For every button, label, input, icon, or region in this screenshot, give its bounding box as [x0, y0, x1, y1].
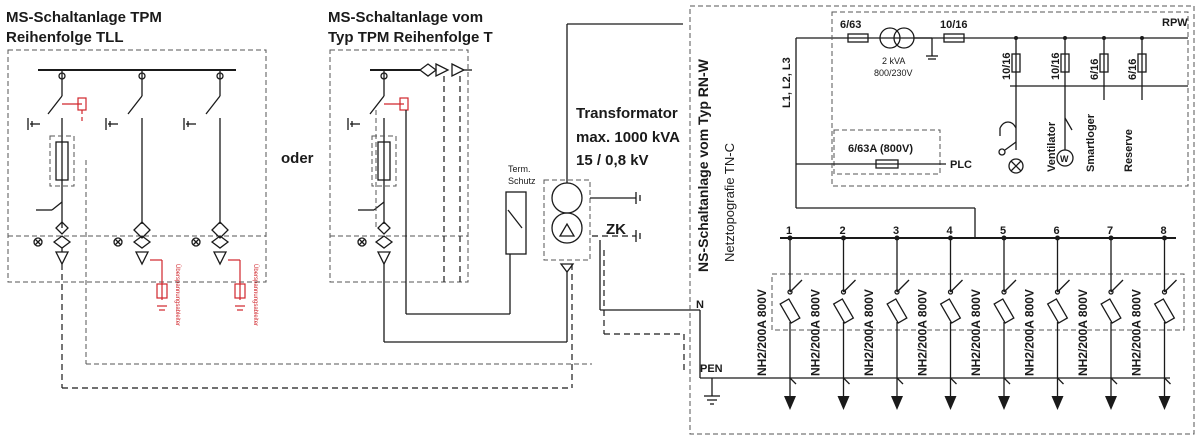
- rpw-fuse-primary: 6/63: [840, 19, 861, 31]
- feeder-fuse-label: NH2/200A 800V: [1076, 289, 1090, 376]
- middle-switchgear: MS-Schaltanlage vom Typ TPM Reihenfolge …: [328, 9, 493, 284]
- nh-fuse: [939, 298, 962, 324]
- middle-title-line1: MS-Schaltanlage vom: [328, 9, 483, 26]
- left-title-line2: Reihenfolge TLL: [6, 29, 124, 46]
- feeder-number: 2: [840, 225, 846, 237]
- feeder-outgoing-arrow: [1105, 396, 1117, 410]
- rpw-branch-1: 10/16: [1001, 36, 1021, 100]
- rpw-branch-name: Smartloger: [1085, 113, 1097, 172]
- left-panel-frame: [7, 49, 267, 283]
- rpw-branch-fuse: 10/16: [1050, 52, 1062, 80]
- term-schutz-line2: Schutz: [508, 176, 536, 186]
- rpw-branch-name: Reserve: [1123, 129, 1135, 172]
- transformer-title-line3: 15 / 0,8 kV: [576, 152, 649, 169]
- surge-arrester-label-1: Überspannungsableiter: [174, 264, 181, 326]
- rpw-transformer-line1: 2 kVA: [882, 56, 905, 66]
- middle-panel-frame: [329, 49, 469, 283]
- feeder-number: 5: [1000, 225, 1006, 237]
- ns-subtitle: Netztopografie TN-C: [722, 143, 737, 262]
- phases-label: L1, L2, L3: [781, 57, 793, 108]
- plc-label: PLC: [950, 159, 972, 171]
- feeder-outgoing-arrow: [1158, 396, 1171, 410]
- nh-fuse: [832, 298, 855, 324]
- feeder-fuse-label: NH2/200A 800V: [969, 289, 983, 376]
- feeder-number: 4: [947, 225, 954, 237]
- zk-label: ZK: [606, 221, 626, 238]
- feeder-fuse-label: NH2/200A 800V: [755, 289, 769, 376]
- rpw-label: RPW: [1162, 17, 1188, 29]
- transformer-lv-winding: [551, 212, 583, 244]
- feeder-number: 6: [1054, 225, 1060, 237]
- middle-title-line2: Typ TPM Reihenfolge T: [328, 29, 493, 46]
- transformer-title-line1: Transformator: [576, 105, 678, 122]
- rpw-branch-name: Ventilator: [1046, 121, 1058, 172]
- rpw-transformer-line2: 800/230V: [874, 68, 913, 78]
- transformer-title-line2: max. 1000 kVA: [576, 129, 680, 146]
- feeder-number: 7: [1107, 225, 1113, 237]
- nh-fuse: [886, 298, 908, 324]
- svg-text:W: W: [1060, 154, 1069, 164]
- ns-title: NS-Schaltanlage vom Typ RN-W: [695, 58, 711, 272]
- feeder-outgoing-arrow: [944, 396, 957, 410]
- feeder-outgoing-arrow: [837, 396, 850, 410]
- left-title-line1: MS-Schaltanlage TPM: [6, 9, 162, 26]
- plc-fuse-label: 6/63A (800V): [848, 143, 913, 155]
- nh-fuse: [1153, 298, 1176, 324]
- lv-switchgear: NS-Schaltanlage vom Typ RN-W Netztopogra…: [689, 5, 1195, 435]
- rpw-branch-fuse: 6/16: [1089, 59, 1101, 80]
- ns-panel-frame: [689, 5, 1195, 435]
- feeder-number: 1: [786, 225, 792, 237]
- rpw-branch-fuse: 10/16: [1001, 52, 1013, 80]
- rpw-branch-fuse: 6/16: [1127, 59, 1139, 80]
- feeder-outgoing-arrow: [891, 396, 903, 410]
- term-schutz-line1: Term.: [508, 164, 531, 174]
- left-switchgear: MS-Schaltanlage TPM Reihenfolge TLL: [6, 9, 267, 326]
- feeder-outgoing-arrow: [1051, 396, 1064, 410]
- transformer-hv-winding: [551, 182, 583, 214]
- n-label: N: [696, 299, 704, 311]
- or-label: oder: [281, 150, 314, 167]
- feeder-number: 8: [1161, 225, 1167, 237]
- feeder-fuse-label: NH2/200A 800V: [1130, 289, 1144, 376]
- transformer-section: Term. Schutz Transformator max. 1000 kVA…: [61, 23, 701, 389]
- rpw-frame: [831, 11, 1189, 187]
- feeder-outgoing-arrow: [784, 396, 796, 410]
- feeder-outgoing-arrow: [998, 396, 1010, 410]
- left-bays: Überspannungsableiter Überspannungsablei…: [27, 70, 259, 326]
- nh-fuse: [993, 298, 1015, 324]
- transformer-frame: [543, 179, 591, 261]
- rpw-fuse-secondary: 10/16: [940, 19, 968, 31]
- feeder-fuse-label: NH2/200A 800V: [1023, 289, 1037, 376]
- feeder-fuse-label: NH2/200A 800V: [862, 289, 876, 376]
- nh-fuse: [1100, 298, 1122, 324]
- nh-fuse: [779, 298, 801, 324]
- feeder-number: 3: [893, 225, 899, 237]
- feeder-fuse-label: NH2/200A 800V: [916, 289, 930, 376]
- lamp-icon: [1008, 158, 1024, 174]
- hv-fuse-1: [55, 141, 69, 181]
- surge-arrester-label-2: Überspannungsableiter: [252, 264, 259, 326]
- nh-fuse: [1046, 298, 1069, 324]
- pen-label: PEN: [700, 363, 723, 375]
- feeder-fuse-label: NH2/200A 800V: [809, 289, 823, 376]
